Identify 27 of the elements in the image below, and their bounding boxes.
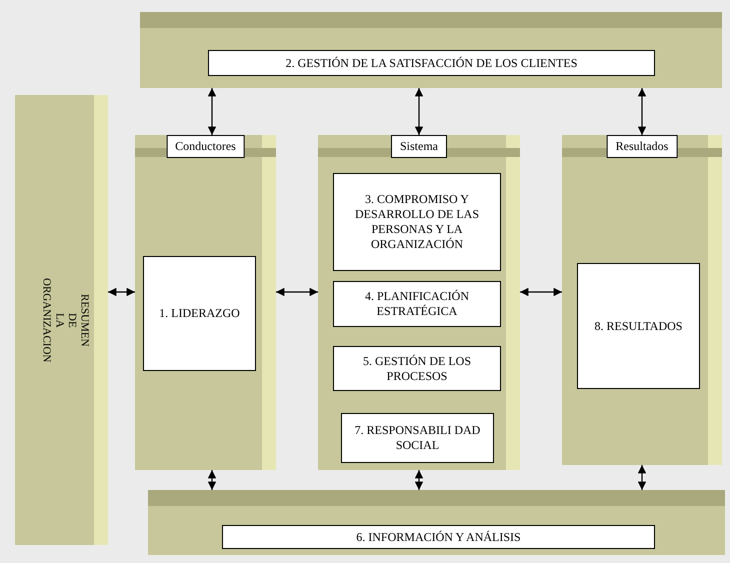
criterion-box: 1. LIDERAZGO: [143, 256, 256, 371]
band-panel: [140, 12, 722, 88]
double-arrow: [638, 465, 646, 490]
column-heading: Resultados: [606, 135, 678, 158]
column-panel: [562, 135, 722, 465]
criterion-box: 3. COMPROMISO Y DESARROLLO DE LAS PERSONAS Y LA ORGANIZACIÓN: [333, 173, 501, 271]
double-arrow: [208, 88, 216, 135]
criterion-box: 6. INFORMACIÓN Y ANÁLISIS: [222, 525, 655, 549]
side-panel: [15, 95, 108, 545]
criterion-box: 7. RESPONSABILI DAD SOCIAL: [341, 413, 494, 463]
double-arrow: [520, 288, 562, 296]
double-arrow: [276, 288, 318, 296]
double-arrow: [414, 470, 424, 490]
double-arrow: [638, 88, 646, 135]
column-panel: [135, 135, 276, 470]
criterion-box: 5. GESTIÓN DE LOS PROCESOS: [333, 346, 501, 391]
criterion-box: 8. RESULTADOS: [577, 263, 700, 389]
panel-title: RESUMEN DE LA ORGANIZACION: [40, 276, 91, 364]
criterion-box: 2. GESTIÓN DE LA SATISFACCIÓN DE LOS CLIENTES: [208, 50, 655, 76]
double-arrow: [414, 88, 424, 135]
double-arrow: [108, 288, 135, 296]
double-arrow: [208, 470, 216, 490]
criterion-box: 4. PLANIFICACIÓN ESTRATÉGICA: [333, 281, 501, 327]
band-panel: [148, 490, 725, 555]
column-heading: Sistema: [391, 135, 447, 158]
column-heading: Conductores: [166, 135, 245, 158]
column-panel: [318, 135, 520, 470]
